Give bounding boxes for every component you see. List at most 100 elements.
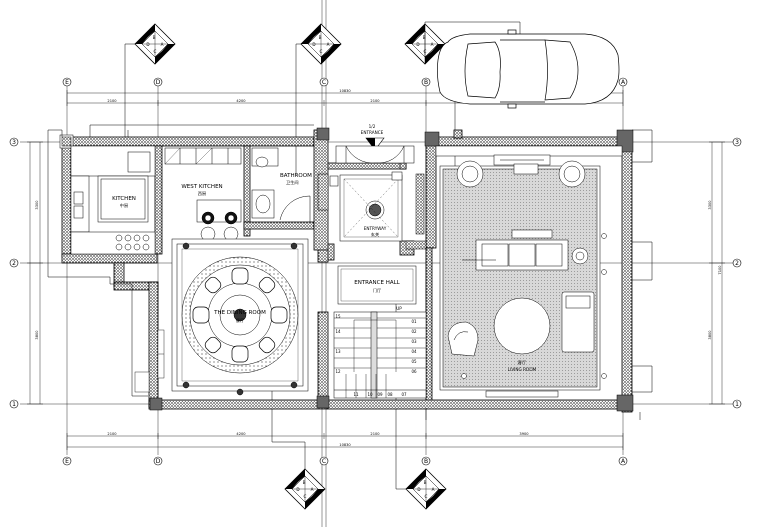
stair-step-number: 15 <box>335 314 341 319</box>
dim-bottom-total: 10830 <box>339 443 351 447</box>
dim-bottom-3: 2100 <box>370 432 380 436</box>
axis-bubble-bottom-A <box>618 456 628 466</box>
elevation-tag-bottom-2: B D A C <box>405 468 447 510</box>
axis-bubble-top-D <box>153 77 163 87</box>
bathroom <box>251 147 311 222</box>
living-room <box>435 145 623 398</box>
dimensions-left <box>27 141 43 405</box>
west-kitchen-label-en: WEST KITCHEN <box>181 184 222 190</box>
dimension-labels-bottom: 2100 4200 2100 3900 10830 <box>107 432 529 447</box>
svg-text:A: A <box>327 42 330 47</box>
axis-bubble-bottom-D <box>153 456 163 466</box>
stair-treads <box>334 317 426 398</box>
stair-step-number: 07 <box>401 392 407 397</box>
stair-step-number: 14 <box>335 329 341 334</box>
axis-label-top-D: D <box>156 79 161 86</box>
svg-text:A: A <box>432 487 435 492</box>
living-room-label-cn: 客厅 <box>518 359 526 366</box>
axis-label-top-C: C <box>322 79 326 86</box>
axis-bubble-top-A <box>618 77 628 87</box>
dim-top-3: 2100 <box>370 99 380 103</box>
building-outline <box>47 124 653 420</box>
dimension-labels-left: 3300 3800 <box>35 200 39 340</box>
svg-text:D: D <box>296 487 299 492</box>
svg-text:D: D <box>312 42 315 47</box>
axis-bubble-right-2 <box>732 258 742 268</box>
axis-label-bottom-C: C <box>322 458 326 465</box>
dim-right-2: 3800 <box>708 330 712 340</box>
dim-right-total: 7100 <box>718 265 722 275</box>
living-room-label-en: LIVING ROOM <box>508 367 537 372</box>
axis-label-right-2: 2 <box>735 260 739 267</box>
kitchen-label: KITCHEN 中厨 <box>112 196 136 209</box>
axis-label-left-2: 2 <box>12 260 16 267</box>
axis-label-top-E: E <box>65 79 69 86</box>
axis-bubble-top-B <box>421 77 431 87</box>
dining-room-label: THE DINING ROOM 餐厅 <box>213 310 266 324</box>
kitchen-label-cn: 中厨 <box>120 202 128 209</box>
stair-step-number: 08 <box>387 392 393 397</box>
dim-top-1: 2100 <box>107 99 117 103</box>
kitchen <box>70 145 156 255</box>
dim-left-1: 3300 <box>35 200 39 210</box>
stair-step-number: 09 <box>377 392 383 397</box>
living-room-label: 客厅 LIVING ROOM <box>508 359 537 372</box>
axis-bubble-bottom-C <box>319 456 329 466</box>
axis-label-bottom-B: B <box>424 458 428 465</box>
svg-text:C: C <box>154 49 157 54</box>
svg-text:A: A <box>431 42 434 47</box>
entrance-hall <box>337 265 417 305</box>
axis-bubble-top-C <box>319 77 329 87</box>
dim-top-total: 10830 <box>339 89 351 93</box>
svg-text:A: A <box>311 487 314 492</box>
elevation-tag-bottom-1: B D A C <box>284 468 326 510</box>
elevation-tag-top-2: B D A C <box>300 23 342 65</box>
entryway-label: ENTRYWAY 玄关 <box>364 226 387 238</box>
axis-label-left-3: 3 <box>12 139 16 146</box>
dim-right-1: 3300 <box>708 200 712 210</box>
dim-bottom-4: 3900 <box>519 432 529 436</box>
axis-bubble-bottom-E <box>62 456 72 466</box>
stair-step-number: 04 <box>411 349 417 354</box>
svg-text:B: B <box>424 480 427 485</box>
entrance-label-en: ENTRANCE <box>361 130 384 135</box>
axis-label-bottom-E: E <box>65 458 69 465</box>
stair-step-number: 01 <box>411 319 417 324</box>
svg-text:B: B <box>319 35 322 40</box>
dim-bottom-1: 2100 <box>107 432 117 436</box>
west-kitchen-label: WEST KITCHEN 西厨 <box>181 184 222 197</box>
axis-bubble-left-2 <box>9 258 19 268</box>
entryway-label-en: ENTRYWAY <box>364 226 387 231</box>
axis-label-right-1: 1 <box>735 401 739 408</box>
axis-bubbles <box>9 77 742 466</box>
entryway-label-cn: 玄关 <box>371 231 379 238</box>
entrance-hall-label-cn: 门厅 <box>373 287 381 294</box>
axis-bubble-top-E <box>62 77 72 87</box>
svg-text:B: B <box>303 480 306 485</box>
svg-text:B: B <box>423 35 426 40</box>
elevation-tag-top-1: B D A C <box>134 23 176 65</box>
stair-step-number: 11 <box>353 392 359 397</box>
axis-label-left-1: 1 <box>12 401 16 408</box>
stair-up-label: UP <box>396 306 402 311</box>
walls <box>61 129 633 413</box>
partition-strips <box>317 173 427 250</box>
dim-bottom-2: 4200 <box>236 432 246 436</box>
dining-room <box>171 238 309 396</box>
columns <box>59 127 634 412</box>
svg-text:B: B <box>153 35 156 40</box>
dimensions-bottom <box>66 433 624 450</box>
entrance-hall-label: ENTRANCE HALL 门厅 <box>354 280 400 294</box>
svg-text:D: D <box>416 42 419 47</box>
dining-room-label-cn: 餐厅 <box>236 317 244 324</box>
svg-text:D: D <box>417 487 420 492</box>
west-kitchen-label-cn: 西厨 <box>198 191 206 197</box>
dimension-labels-right: 3300 3800 7100 <box>708 200 722 340</box>
svg-text:C: C <box>320 49 323 54</box>
axis-labels: E D C B A E D C B A 3 2 1 3 2 1 <box>12 79 739 465</box>
bathroom-label-cn: 卫生间 <box>286 179 299 186</box>
west-kitchen <box>164 147 242 242</box>
bathroom-label-en: BATHROOM <box>280 173 312 179</box>
axis-bubble-bottom-B <box>421 456 431 466</box>
